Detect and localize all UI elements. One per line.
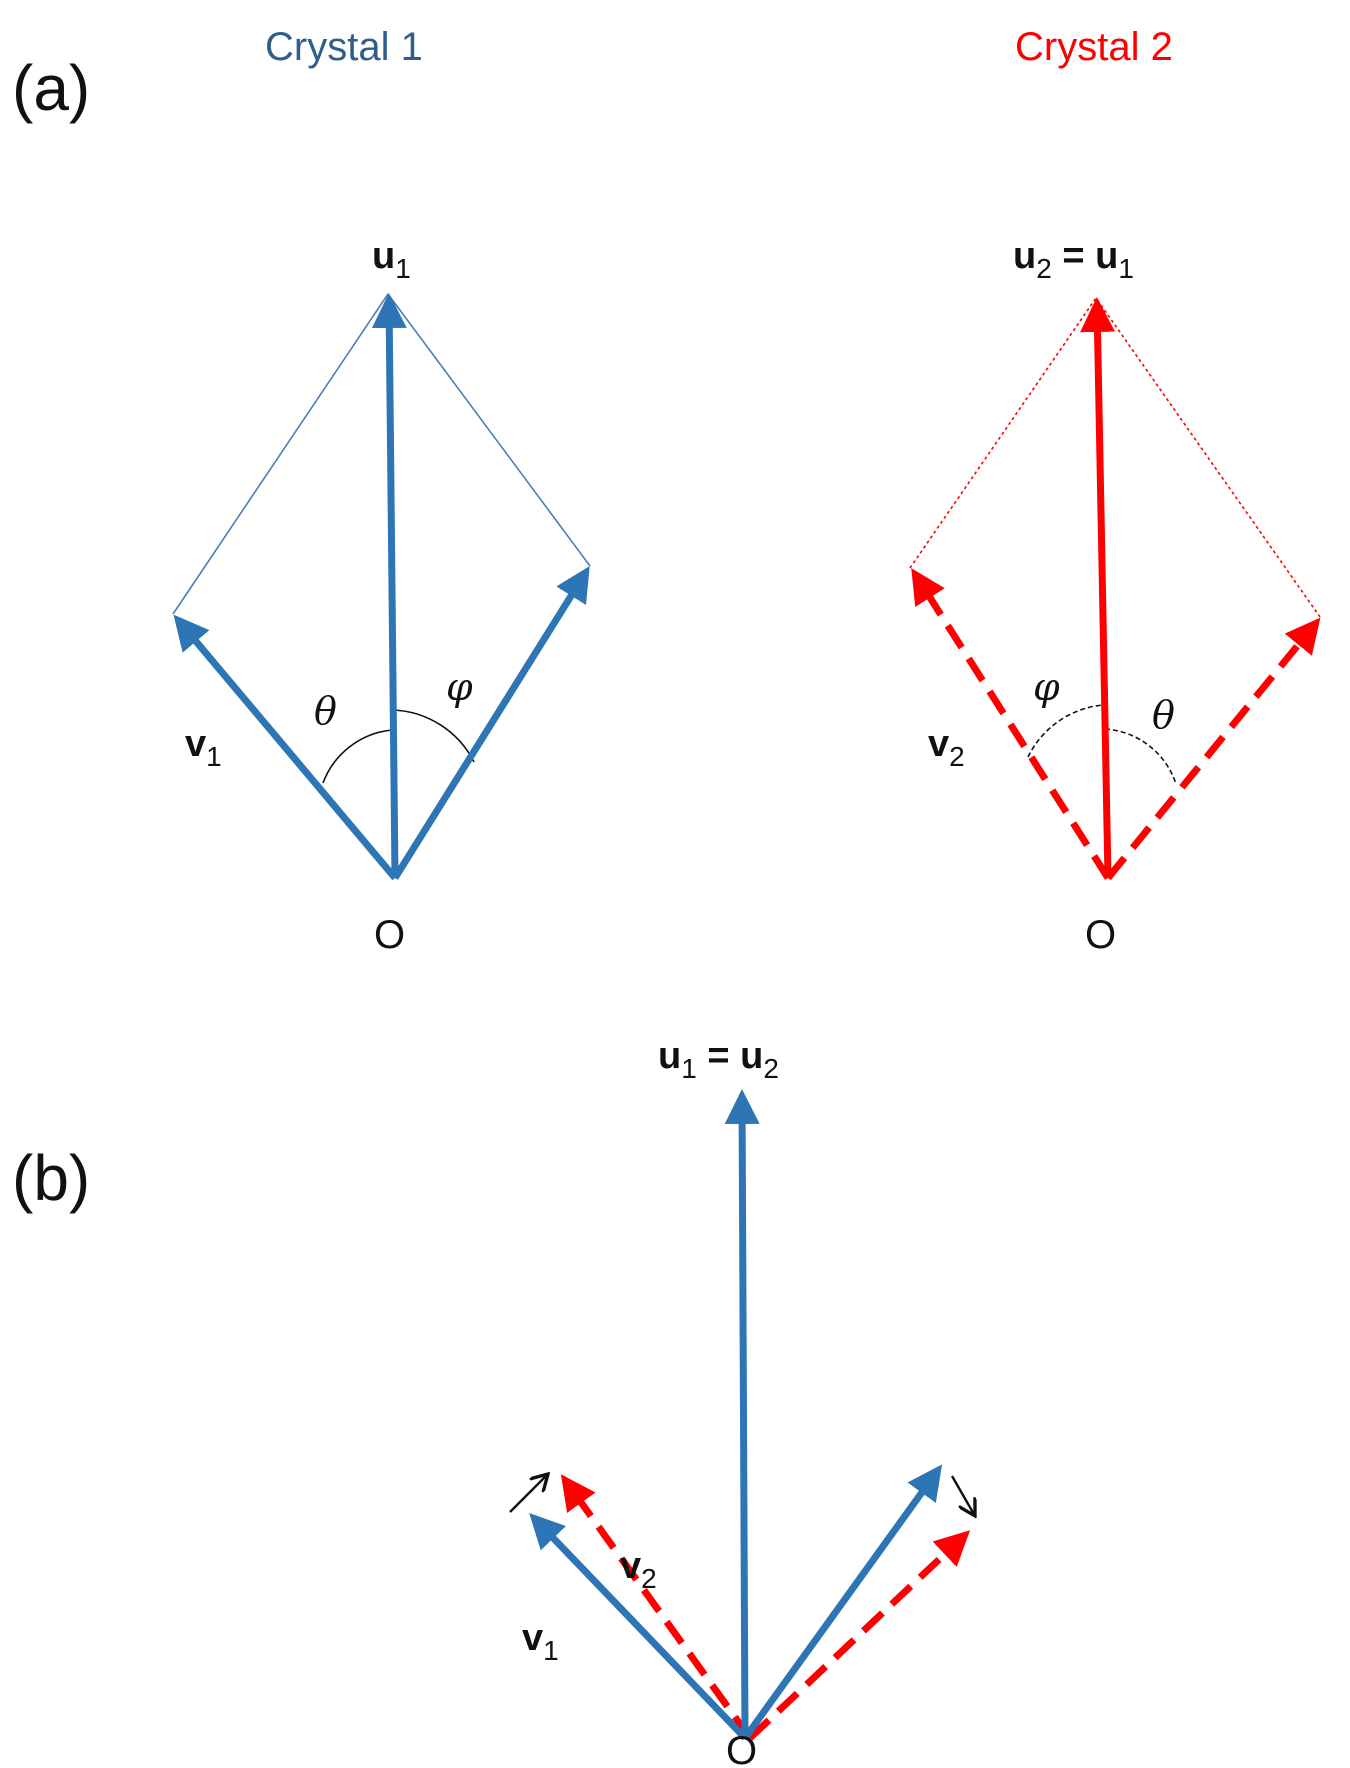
panel-b-rotation-arrow-right	[950, 1475, 975, 1516]
panel-label-b: (b)	[12, 1142, 90, 1214]
crystal-1-v1-sub: 1	[206, 741, 222, 772]
crystal-2-vector-v2	[911, 568, 1111, 880]
panel-b-v1-main: v	[522, 1617, 543, 1659]
crystal-1-origin-label: O	[374, 913, 405, 957]
panel-b-rotation-arrow-left	[509, 1474, 548, 1513]
crystal-1-v1-main: v	[185, 723, 206, 765]
crystal-2-group: Crystal 2 u2 = u1 v2 φ θ O	[909, 25, 1321, 957]
crystal-2-vector-right	[1105, 617, 1321, 881]
panel-b-vector-blue-right	[742, 1464, 943, 1741]
crystal-1-v1-label: v1	[185, 723, 222, 772]
panel-b-u1-main: u	[658, 1035, 681, 1077]
crystal-1-phi-arc	[392, 709, 475, 763]
panel-b-v2-sub: 2	[641, 1563, 657, 1594]
crystal-2-u1-sub: 1	[1118, 253, 1134, 284]
panel-label-a: (a)	[12, 52, 90, 124]
crystal-2-u-label: u2 = u1	[1013, 235, 1134, 284]
panel-b-origin-label: O	[726, 1729, 757, 1768]
panel-b-u2-sub: 2	[763, 1053, 779, 1084]
crystal-1-vector-u1	[371, 293, 407, 879]
crystal-1-vector-v1	[173, 614, 398, 881]
crystal-2-u2-main: u	[1013, 235, 1036, 277]
panel-b-u1-sub: 1	[681, 1053, 697, 1084]
crystal-2-phi-label: φ	[1033, 665, 1060, 709]
crystal-1-title: Crystal 1	[265, 25, 423, 69]
panel-b-vector-red-right	[747, 1530, 971, 1741]
crystal-1-vector-right	[392, 566, 590, 880]
panel-b-v1-sub: 1	[543, 1635, 559, 1666]
crystal-2-u-eq: = u	[1052, 235, 1119, 277]
crystal-2-vector-u2	[1080, 297, 1116, 879]
crystal-1-edge-left	[172, 293, 389, 615]
crystal-2-edge-right	[1095, 297, 1321, 618]
panel-b-v2-main: v	[620, 1545, 641, 1587]
panel-b-u-eq: = u	[697, 1035, 764, 1077]
panel-b-v2-label: v2	[620, 1545, 657, 1594]
panel-b-vector-u	[724, 1089, 760, 1739]
panel-b-u-label: u1 = u2	[658, 1035, 779, 1084]
crystal-1-phi-label: φ	[446, 665, 473, 709]
crystal-2-theta-label: θ	[1152, 693, 1175, 737]
crystal-1-u1-label: u1	[372, 235, 411, 284]
crystal-2-v2-main: v	[928, 723, 949, 765]
panel-b-vector-v1	[529, 1512, 748, 1741]
crystal-2-v2-sub: 2	[949, 741, 965, 772]
crystal-2-origin-label: O	[1085, 913, 1116, 957]
crystal-2-u2-sub: 2	[1036, 253, 1052, 284]
crystal-1-theta-arc	[322, 729, 393, 784]
crystal-2-theta-arc	[1104, 728, 1177, 785]
panel-b-group: u1 = u2 v2 v1 O	[509, 1035, 975, 1768]
crystal-1-u1-main: u	[372, 235, 395, 277]
panel-b-vector-v2	[560, 1474, 753, 1741]
crystal-1-theta-label: θ	[314, 689, 337, 733]
crystal-1-edge-right	[387, 293, 591, 567]
crystal-2-title: Crystal 2	[1015, 25, 1173, 69]
crystal-1-u1-sub: 1	[395, 253, 411, 284]
crystal-2-v2-label: v2	[928, 723, 965, 772]
crystal-1-group: Crystal 1 u1 v1 θ φ O	[172, 25, 591, 957]
crystal-2-edge-left	[909, 297, 1097, 569]
crystal-2-phi-arc	[1027, 704, 1104, 758]
panel-b-v1-label: v1	[522, 1617, 559, 1666]
